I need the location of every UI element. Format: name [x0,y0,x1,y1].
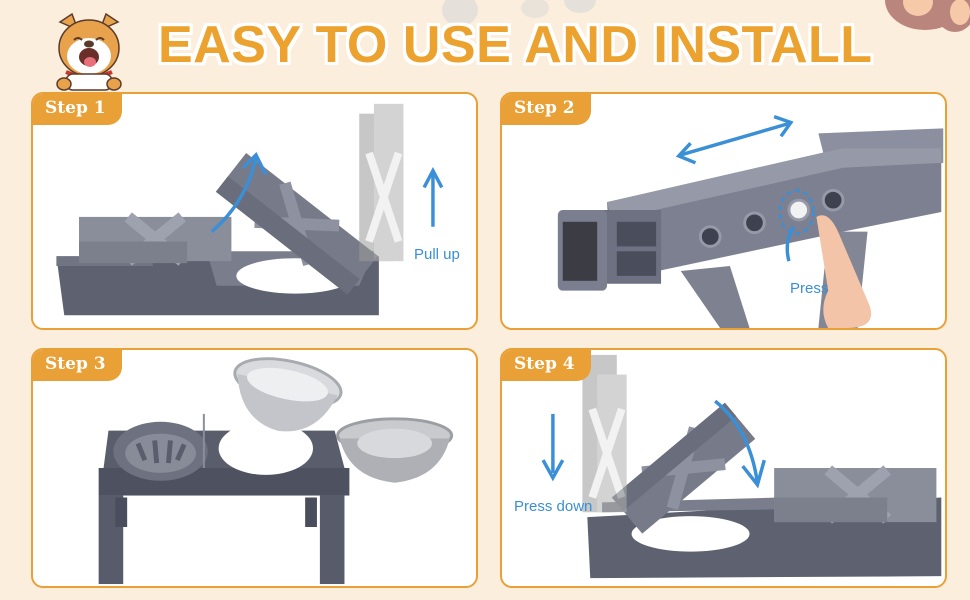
step-1-label: Step 1 [33,94,122,125]
press-caption: Press [790,280,829,297]
step-3-label: Step 3 [33,350,122,381]
step-4-panel: Step 4 Press down [500,348,947,588]
insert-bowls-illustration [98,357,454,585]
fold-legs-down-illustration [541,354,942,579]
paw-decoration-icon [442,0,596,26]
fold-legs-up-illustration [56,103,444,316]
adjust-leg-length-illustration [557,114,944,328]
step-1-panel: Step 1 Pull up [31,92,478,330]
shiba-mascot-icon [56,12,122,91]
step-2-label: Step 2 [502,94,591,125]
pull-up-caption: Pull up [414,246,460,263]
paw-decoration-icon [885,0,970,32]
page-title: EASY TO USE AND INSTALL [158,16,873,74]
press-down-caption: Press down [514,498,593,515]
step-3-panel: Step 3 [31,348,478,588]
step-4-label: Step 4 [502,350,591,381]
step-2-panel: Step 2 Press [500,92,947,330]
